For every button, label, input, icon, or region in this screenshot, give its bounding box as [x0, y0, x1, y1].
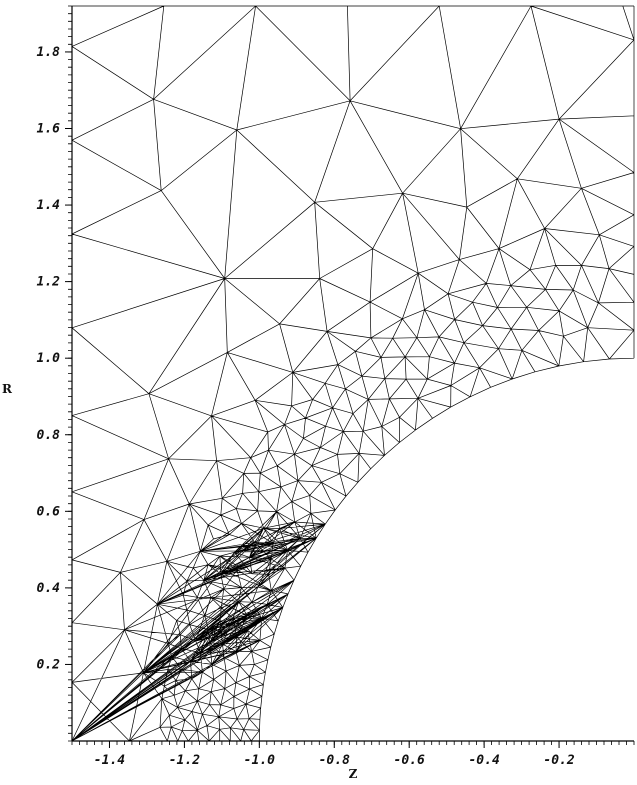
y-tick-label: 1.2 — [37, 275, 61, 290]
y-tick-label: 0.4 — [37, 581, 61, 596]
y-tick-label: 0.6 — [37, 504, 61, 519]
x-tick-label: -1.4 — [94, 753, 125, 768]
axes: -1.4 -1.2 -1.0 -0.8 -0.6 -0.4 -0.2 0.2 0.4 0.6 0.8… — [37, 5, 635, 768]
x-tick-label: -1.0 — [244, 753, 275, 768]
minor-ticks — [68, 5, 635, 745]
y-tick-label: 0.2 — [37, 657, 61, 672]
triangular-mesh — [71, 5, 635, 742]
x-tick-label: -0.6 — [394, 753, 425, 768]
y-tick-label: 1.0 — [37, 351, 61, 366]
y-tick-label: 1.4 — [37, 198, 61, 213]
x-tick-label: -0.4 — [468, 753, 499, 768]
x-tick-label: -1.2 — [169, 753, 200, 768]
y-tick-label: 1.6 — [37, 122, 61, 137]
x-tick-label: -0.8 — [319, 753, 350, 768]
y-axis-label: R — [2, 382, 13, 396]
x-tick-label: -0.2 — [543, 753, 574, 768]
y-tick-label: 1.8 — [37, 45, 61, 60]
x-axis-label: Z — [349, 767, 358, 781]
y-tick-label: 0.8 — [37, 428, 61, 443]
mesh-edges — [71, 5, 635, 742]
